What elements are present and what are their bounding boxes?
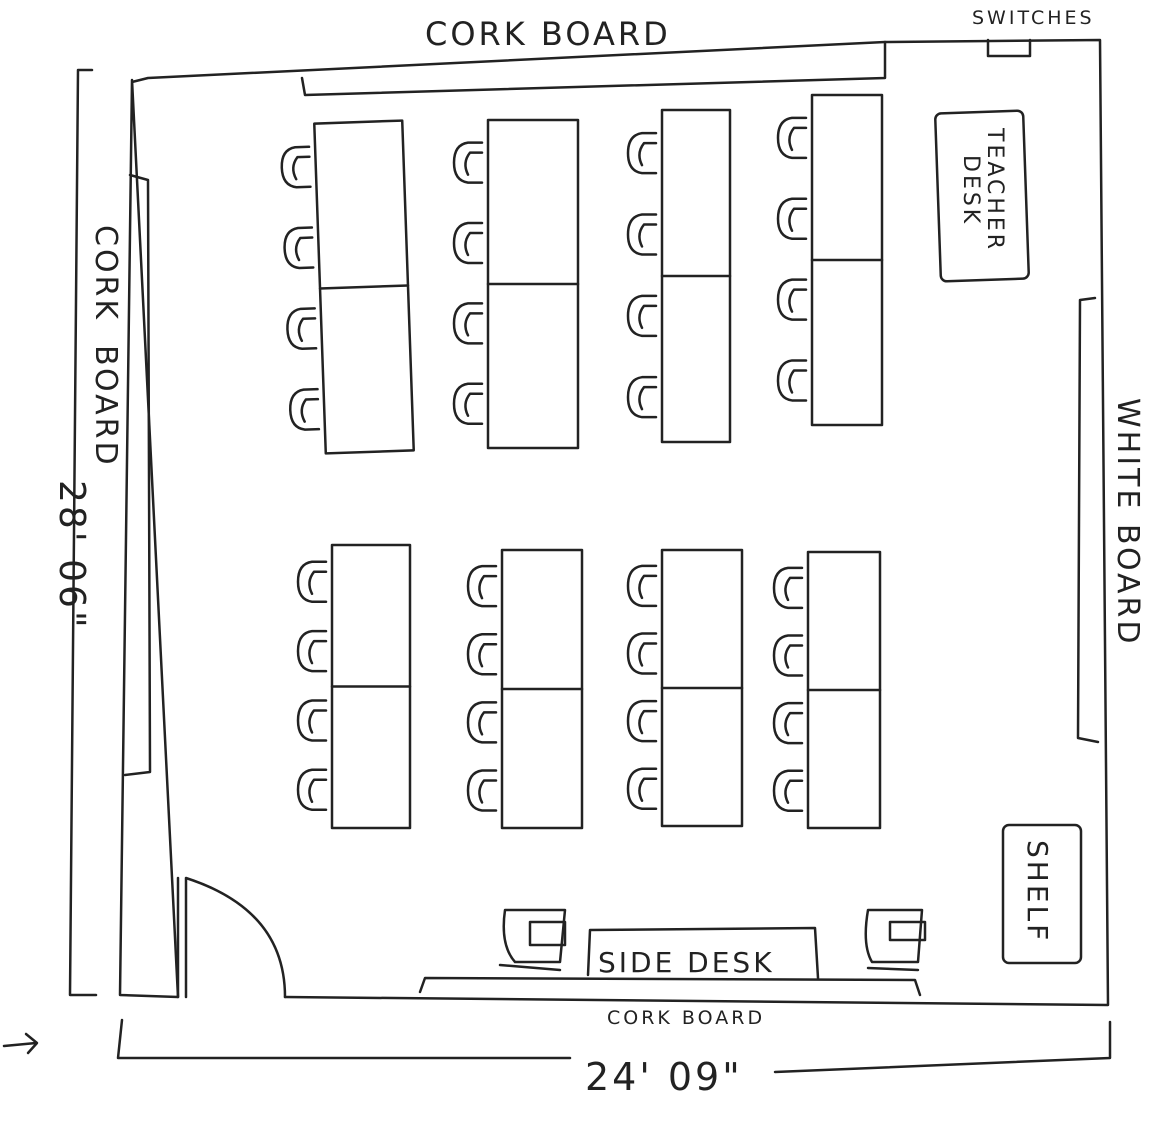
chair xyxy=(626,767,658,810)
cork-board-left-label-1: CORK xyxy=(88,225,123,322)
chair xyxy=(466,701,498,744)
chair xyxy=(626,564,658,608)
desk-group-7 xyxy=(626,548,744,828)
desk-group-3 xyxy=(626,108,732,444)
chair xyxy=(296,560,328,604)
chair xyxy=(772,769,804,812)
arrow-icon xyxy=(2,1032,39,1055)
chair xyxy=(283,226,315,270)
teacher-desk-label-1: TEACHER xyxy=(982,127,1007,252)
desk-group-1 xyxy=(280,119,415,455)
chair xyxy=(466,564,498,608)
door xyxy=(176,876,287,999)
white-board-label: WHITE BOARD xyxy=(1110,398,1145,647)
shelf xyxy=(1001,823,1083,965)
shelf-label: SHELF xyxy=(1021,840,1054,943)
chair xyxy=(776,359,808,402)
chair xyxy=(776,116,808,160)
height-dimension-label: 28' 06" xyxy=(51,480,92,631)
chair xyxy=(296,699,328,742)
chair xyxy=(280,145,312,189)
chair xyxy=(772,701,804,745)
chair xyxy=(772,634,804,677)
cork-board-top xyxy=(300,40,887,97)
chair xyxy=(286,307,318,351)
desk-group-6 xyxy=(466,548,584,830)
chair xyxy=(296,629,328,673)
desk-group-8 xyxy=(772,550,882,830)
desk-group-2 xyxy=(452,118,580,450)
cork-board-bottom-label: CORK BOARD xyxy=(607,1007,765,1029)
chair xyxy=(452,221,484,265)
side-desk-chair-right xyxy=(864,908,927,972)
chair xyxy=(626,131,658,175)
chair xyxy=(466,633,498,676)
chair xyxy=(626,375,658,419)
chair xyxy=(626,294,658,338)
chair xyxy=(772,566,804,610)
chair xyxy=(626,213,658,256)
cork-board-left-label-2: BOARD xyxy=(88,345,123,468)
teacher-desk xyxy=(934,109,1030,283)
cork-board-left xyxy=(123,173,152,777)
chair xyxy=(626,699,658,743)
chair xyxy=(289,387,321,431)
switches-panel xyxy=(986,38,1032,58)
side-desk-counter xyxy=(418,976,922,997)
chair xyxy=(776,197,808,240)
width-dimension-label: 24' 09" xyxy=(585,1055,743,1099)
chair xyxy=(452,141,484,184)
width-dimension-line xyxy=(116,1018,1112,1074)
white-board xyxy=(1076,296,1100,744)
side-desk xyxy=(586,926,820,980)
cork-board-top-label: CORK BOARD xyxy=(425,15,671,53)
desk-divider xyxy=(318,284,410,290)
chair xyxy=(466,769,498,812)
chair xyxy=(296,768,328,812)
student-desks xyxy=(280,93,884,830)
chair xyxy=(452,302,484,345)
teacher-desk-label-2: DESK xyxy=(958,155,983,226)
desk-group-4 xyxy=(776,93,884,427)
switches-label: SWITCHES xyxy=(972,7,1095,29)
desk-group-5 xyxy=(296,543,412,830)
chair xyxy=(626,632,658,675)
side-desk-chair-left xyxy=(498,908,567,972)
side-desk-label: SIDE DESK xyxy=(598,946,775,979)
chair xyxy=(452,382,484,425)
chair xyxy=(776,278,808,321)
height-dimension-line xyxy=(68,68,98,997)
room-outline xyxy=(118,38,1110,1007)
